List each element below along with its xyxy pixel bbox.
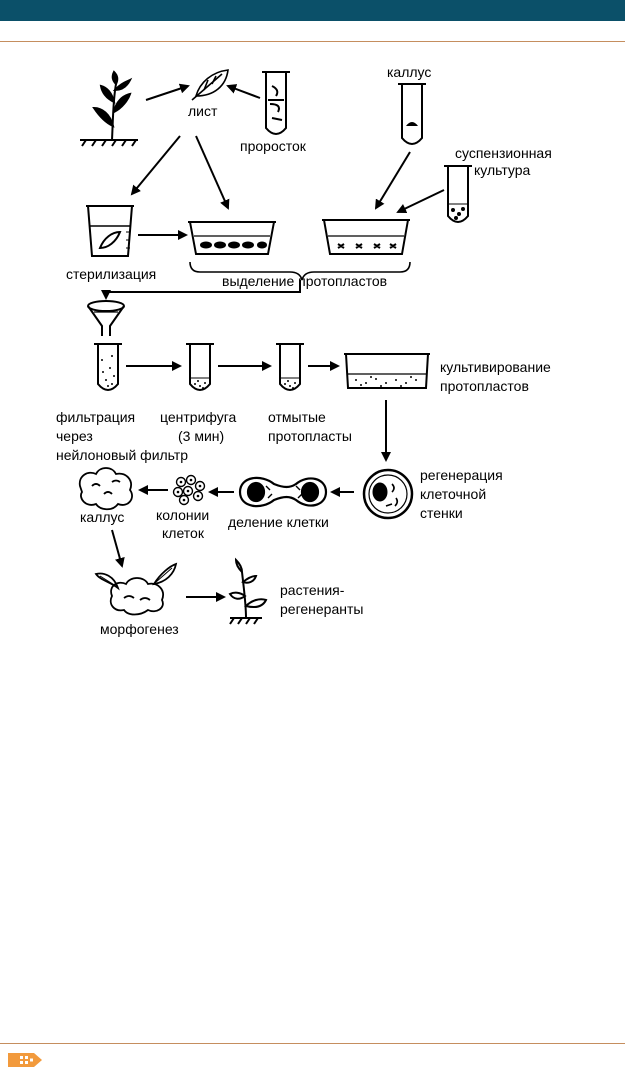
- cell-colonies-icon: [172, 474, 206, 506]
- culture-dish-icon: [344, 353, 430, 389]
- header-rule: [0, 41, 625, 42]
- label-suspension-1: суспензионная: [455, 145, 552, 161]
- label-filtration-3: нейлоновый фильтр: [56, 447, 188, 463]
- label-colonies-2: клеток: [162, 525, 205, 541]
- filtration-tube-icon: [94, 343, 122, 391]
- label-regenerants-2: регенеранты: [280, 601, 363, 617]
- cell-wall-regeneration-icon: [362, 468, 414, 520]
- label-sterilization: стерилизация: [66, 266, 156, 282]
- label-suspension-2: культура: [474, 162, 531, 178]
- callus-enzyme-dish-icon: [322, 219, 410, 255]
- label-filtration-2: через: [56, 428, 93, 444]
- leaf-enzyme-dish-icon: [188, 221, 276, 255]
- callus-tube-icon: [398, 83, 426, 145]
- suspension-tube-icon: [444, 165, 472, 223]
- label-callus-bottom: каллус: [80, 509, 124, 525]
- label-washed-1: отмытые: [268, 409, 326, 425]
- header-bar: [0, 0, 625, 21]
- label-cultivation-2: протопластов: [440, 378, 529, 394]
- morphogenesis-icon: [94, 562, 178, 616]
- label-regeneration-1: регенерация: [420, 467, 503, 483]
- sterilization-beaker-icon: [86, 205, 134, 257]
- label-regenerants-1: растения-: [280, 582, 345, 598]
- isolation-brace: [189, 261, 411, 281]
- footer-rule: [0, 1043, 625, 1044]
- plant-icon: [80, 70, 138, 147]
- flow-arrows: [101, 83, 445, 602]
- leaf-icon: [191, 69, 229, 101]
- label-cultivation-1: культивирование: [440, 359, 551, 375]
- regenerant-plant-icon: [228, 557, 268, 625]
- label-colonies-1: колонии: [156, 507, 209, 523]
- label-morphogenesis: морфогенез: [100, 621, 179, 637]
- label-centrifuge-2: (3 мин): [178, 428, 224, 444]
- callus-mass-icon: [78, 467, 133, 511]
- label-cell-division: деление клетки: [228, 514, 329, 530]
- seedling-tube-icon: [262, 71, 290, 135]
- dividing-cell-icon: [238, 476, 328, 508]
- label-protoplast-isolation: выделение протопластов: [222, 273, 387, 289]
- washed-protoplasts-tube-icon: [276, 343, 304, 391]
- label-callus-top: каллус: [387, 64, 431, 80]
- label-regeneration-2: клеточной: [420, 486, 486, 502]
- label-seedling: проросток: [240, 138, 307, 154]
- label-centrifuge-1: центрифуга: [160, 409, 237, 425]
- label-filtration-1: фильтрация: [56, 409, 135, 425]
- label-regeneration-3: стенки: [420, 505, 463, 521]
- label-washed-2: протопласты: [268, 428, 352, 444]
- label-leaf: лист: [188, 103, 218, 119]
- publisher-logo-icon: [8, 1049, 52, 1071]
- funnel-icon: [87, 300, 125, 336]
- centrifuge-tube-icon: [186, 343, 214, 391]
